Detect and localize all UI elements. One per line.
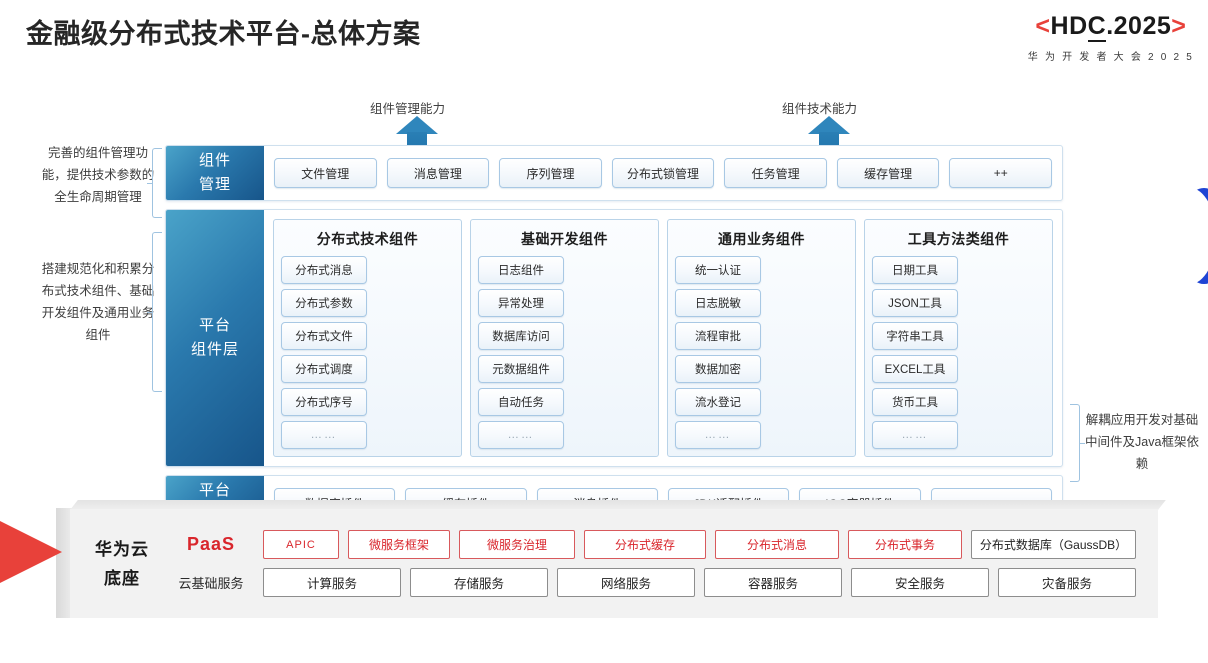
side-note-left-bottom: 搭建规范化和积累分布式技术组件、基础开发组件及通用业务组件 xyxy=(41,262,155,342)
cell-distributed-sequence[interactable]: 分布式序号 xyxy=(281,388,367,416)
cell-string-tool[interactable]: 字符串工具 xyxy=(872,322,958,350)
paas-item-microservice-governance[interactable]: 微服务治理 xyxy=(459,530,575,559)
cell-data-encryption[interactable]: 数据加密 xyxy=(675,355,761,383)
cloud-basic-service-label: 云基础服务 xyxy=(178,576,244,591)
side-note-left-top: 完善的组件管理功能，提供技术参数的全生命周期管理 xyxy=(41,146,155,204)
block-left-bevel xyxy=(56,508,72,618)
huawei-cloud-foundation-block: 华为云 底座 PaaS APIC 微服务框架 微服务治理 分布式缓存 分布式消息… xyxy=(56,500,1166,618)
cell-unified-authentication[interactable]: 统一认证 xyxy=(675,256,761,284)
cell-exception-handling[interactable]: 异常处理 xyxy=(478,289,564,317)
paas-row: PaaS APIC 微服务框架 微服务治理 分布式缓存 分布式消息 分布式事务 … xyxy=(168,530,1136,559)
cloud-item-container-service[interactable]: 容器服务 xyxy=(704,568,842,597)
huawei-cloud-title-line2: 底座 xyxy=(104,568,140,588)
cell-log-component[interactable]: 日志组件 xyxy=(478,256,564,284)
cell-automatic-task[interactable]: 自动任务 xyxy=(478,388,564,416)
cloud-item-disaster-recovery-service[interactable]: 灾备服务 xyxy=(998,568,1136,597)
cell-excel-tool[interactable]: EXCEL工具 xyxy=(872,355,958,383)
band-label-line2: 组件层 xyxy=(190,341,239,358)
cell-date-tool[interactable]: 日期工具 xyxy=(872,256,958,284)
cell-distributed-file[interactable]: 分布式文件 xyxy=(281,322,367,350)
cell-distributed-parameter[interactable]: 分布式参数 xyxy=(281,289,367,317)
band-label-line1: 组件 xyxy=(198,152,231,169)
cell-more[interactable]: …… xyxy=(872,421,958,449)
paas-item-microservice-framework[interactable]: 微服务框架 xyxy=(348,530,450,559)
cell-transaction-registration[interactable]: 流水登记 xyxy=(675,388,761,416)
logo-year-text: .2025 xyxy=(1106,12,1172,40)
bracket-right xyxy=(1070,404,1085,482)
band-label-line2: 管理 xyxy=(198,176,231,193)
column-grid: 日期工具 JSON工具 字符串工具 EXCEL工具 货币工具 …… xyxy=(872,256,1045,449)
band-body-platform-component-layer: 分布式技术组件 分布式消息 分布式参数 分布式文件 分布式调度 分布式序号 ……… xyxy=(264,210,1062,466)
cell-process-approval[interactable]: 流程审批 xyxy=(675,322,761,350)
paas-item-distributed-database[interactable]: 分布式数据库（GaussDB） xyxy=(971,530,1136,559)
chip-sequence-management[interactable]: 序列管理 xyxy=(499,158,602,188)
band-label-platform-component-layer: 平台 组件层 xyxy=(166,210,264,466)
chip-file-management[interactable]: 文件管理 xyxy=(274,158,377,188)
column-grid: 统一认证 日志脱敏 流程审批 数据加密 流水登记 …… xyxy=(675,256,848,449)
architecture-stack: 组件 管理 文件管理 消息管理 序列管理 分布式锁管理 任务管理 缓存管理 ++… xyxy=(165,145,1063,539)
bracket-left-bottom xyxy=(147,232,162,392)
hdc-logo: <HDC.2025> 华 为 开 发 者 大 会 2 0 2 5 xyxy=(1027,14,1194,64)
block-body: 华为云 底座 PaaS APIC 微服务框架 微服务治理 分布式缓存 分布式消息… xyxy=(70,509,1158,618)
column-general-business-components: 通用业务组件 统一认证 日志脱敏 流程审批 数据加密 流水登记 …… xyxy=(667,219,856,457)
cell-more[interactable]: …… xyxy=(478,421,564,449)
logo-c-text: C xyxy=(1087,12,1107,42)
paas-item-distributed-message[interactable]: 分布式消息 xyxy=(715,530,839,559)
arrow-label-component-technology: 组件技术能力 xyxy=(782,102,858,116)
hdc-logo-main: <HDC.2025> xyxy=(1028,14,1194,42)
logo-hd-text: HD xyxy=(1050,12,1088,40)
cloud-item-security-service[interactable]: 安全服务 xyxy=(851,568,989,597)
paas-label: PaaS xyxy=(186,534,236,554)
column-basic-development-components: 基础开发组件 日志组件 异常处理 数据库访问 元数据组件 自动任务 …… xyxy=(470,219,659,457)
arrow-label-component-management: 组件管理能力 xyxy=(370,102,446,116)
cell-more[interactable]: …… xyxy=(675,421,761,449)
cloud-item-network-service[interactable]: 网络服务 xyxy=(557,568,695,597)
cell-database-access[interactable]: 数据库访问 xyxy=(478,322,564,350)
cloud-item-storage-service[interactable]: 存储服务 xyxy=(410,568,548,597)
column-distributed-tech-components: 分布式技术组件 分布式消息 分布式参数 分布式文件 分布式调度 分布式序号 …… xyxy=(273,219,462,457)
column-title: 分布式技术组件 xyxy=(316,231,419,247)
band-label-line1: 平台 xyxy=(198,482,231,499)
band-label-component-management: 组件 管理 xyxy=(166,146,264,200)
logo-left-bracket-icon: < xyxy=(1035,12,1051,40)
huawei-cloud-title-line1: 华为云 xyxy=(95,539,149,559)
cell-log-desensitization[interactable]: 日志脱敏 xyxy=(675,289,761,317)
cell-distributed-scheduling[interactable]: 分布式调度 xyxy=(281,355,367,383)
column-grid: 日志组件 异常处理 数据库访问 元数据组件 自动任务 …… xyxy=(478,256,651,449)
blue-crescent-decoration-icon xyxy=(1164,188,1208,284)
chip-task-management[interactable]: 任务管理 xyxy=(724,158,827,188)
cell-distributed-message[interactable]: 分布式消息 xyxy=(281,256,367,284)
paas-rows: PaaS APIC 微服务框架 微服务治理 分布式缓存 分布式消息 分布式事务 … xyxy=(168,530,1158,597)
chip-message-management[interactable]: 消息管理 xyxy=(386,158,490,188)
band-platform-component-layer: 平台 组件层 分布式技术组件 分布式消息 分布式参数 分布式文件 分布式调度 分… xyxy=(165,209,1063,467)
hdc-logo-subtitle: 华 为 开 发 者 大 会 2 0 2 5 xyxy=(1027,52,1194,63)
column-title: 工具方法类组件 xyxy=(907,231,1010,247)
cell-currency-tool[interactable]: 货币工具 xyxy=(872,388,958,416)
red-wedge-decoration-icon xyxy=(0,500,62,604)
cell-metadata-component[interactable]: 元数据组件 xyxy=(478,355,564,383)
band-body-component-management: 文件管理 消息管理 序列管理 分布式锁管理 任务管理 缓存管理 ++ xyxy=(264,146,1062,200)
column-grid: 分布式消息 分布式参数 分布式文件 分布式调度 分布式序号 …… xyxy=(281,256,454,449)
cloud-item-compute-service[interactable]: 计算服务 xyxy=(263,568,401,597)
cell-more[interactable]: …… xyxy=(281,421,367,449)
chip-distributed-lock-management[interactable]: 分布式锁管理 xyxy=(611,158,715,188)
band-component-management: 组件 管理 文件管理 消息管理 序列管理 分布式锁管理 任务管理 缓存管理 ++ xyxy=(165,145,1063,201)
huawei-cloud-title: 华为云 底座 xyxy=(76,535,168,593)
column-utility-method-components: 工具方法类组件 日期工具 JSON工具 字符串工具 EXCEL工具 货币工具 …… xyxy=(864,219,1053,457)
band-label-line1: 平台 xyxy=(198,317,231,334)
bracket-left-top xyxy=(147,148,162,218)
column-title: 通用业务组件 xyxy=(718,231,805,247)
paas-item-apic[interactable]: APIC xyxy=(263,530,339,559)
side-note-right: 解耦应用开发对基础中间件及Java框架依赖 xyxy=(1085,413,1199,471)
cloud-row: 云基础服务 计算服务 存储服务 网络服务 容器服务 安全服务 灾备服务 xyxy=(168,568,1136,597)
page-title: 金融级分布式技术平台-总体方案 xyxy=(26,19,421,49)
paas-item-distributed-cache[interactable]: 分布式缓存 xyxy=(584,530,706,559)
cell-json-tool[interactable]: JSON工具 xyxy=(872,289,958,317)
column-title: 基础开发组件 xyxy=(521,231,608,247)
chip-more[interactable]: ++ xyxy=(949,158,1053,188)
chip-cache-management[interactable]: 缓存管理 xyxy=(836,158,940,188)
logo-right-bracket-icon: > xyxy=(1171,12,1187,40)
paas-item-distributed-transaction[interactable]: 分布式事务 xyxy=(848,530,962,559)
